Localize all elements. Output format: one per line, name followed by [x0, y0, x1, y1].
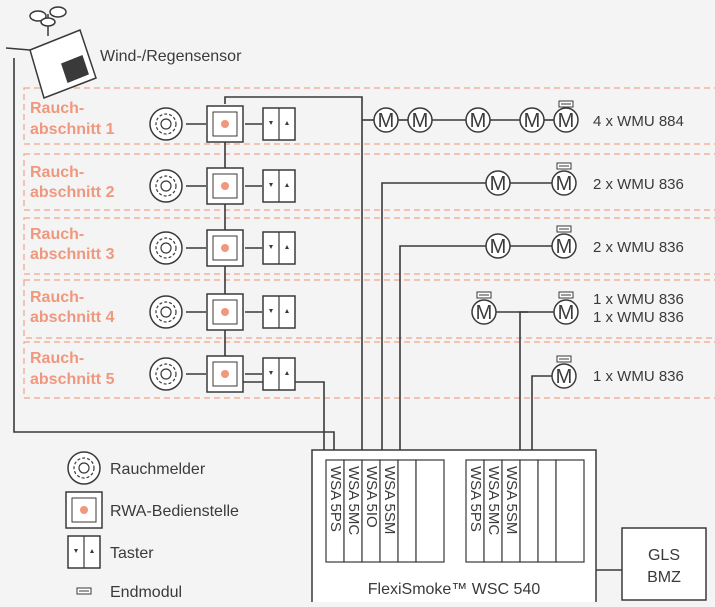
svg-text:M: M: [556, 366, 573, 388]
bmz-line1: GLS: [648, 547, 680, 564]
wiring: [13, 58, 554, 462]
motor-icon: M: [373, 107, 399, 133]
module-wsa-5ps: WSA 5PS: [467, 466, 484, 532]
legend-smoke-detector-label: Rauchmelder: [110, 461, 206, 478]
smoke-detector-icon: [149, 231, 183, 265]
sensor-label: Wind-/Regensensor: [100, 48, 242, 65]
control-station-icon[interactable]: [206, 105, 244, 143]
svg-text:M: M: [378, 110, 395, 132]
svg-text:M: M: [524, 110, 541, 132]
control-station-icon[interactable]: [206, 293, 244, 331]
zone-2-label-line2: abschnitt 2: [30, 184, 115, 201]
control-station-icon[interactable]: [206, 355, 244, 393]
legend-smoke-detector-icon: [67, 451, 101, 485]
zone-band-3: [23, 217, 715, 275]
legend-button-icon: [67, 535, 101, 569]
svg-text:M: M: [412, 110, 429, 132]
zone-devices: [149, 105, 296, 393]
zone-band-2: [23, 153, 715, 211]
controller-name: FlexiSmoke™ WSC 540: [368, 581, 541, 598]
module-wsa-5ps: WSA 5PS: [327, 466, 344, 532]
svg-text:M: M: [556, 236, 573, 258]
motor-icon: M: [471, 299, 497, 325]
legend: Rauchmelder RWA-Bedienstelle Taster Endm…: [65, 451, 239, 601]
zone-band-4: [23, 279, 715, 339]
zone-2-motors-label: 2 x WMU 836: [593, 176, 684, 193]
smoke-detector-icon: [149, 107, 183, 141]
gls-bmz-box: GLS BMZ: [621, 527, 707, 601]
bmz-line2: BMZ: [647, 569, 681, 586]
svg-text:M: M: [476, 302, 493, 324]
zone-1-motors-label: 4 x WMU 884: [593, 113, 684, 130]
zone-4-motors-label-2: 1 x WMU 836: [593, 309, 684, 326]
motor-icon: M: [553, 107, 579, 133]
zone-band-5: [23, 341, 715, 399]
legend-end-module-label: Endmodul: [110, 584, 182, 601]
motor-icon: M: [519, 107, 545, 133]
end-module-icon: [556, 355, 572, 363]
module-wsa-5io: WSA 5IO: [363, 466, 380, 528]
motor-quantities: 4 x WMU 884 2 x WMU 836 2 x WMU 836 1 x …: [593, 113, 684, 385]
svg-text:M: M: [470, 110, 487, 132]
zone-1-label-line1: Rauch-: [30, 100, 84, 117]
button-icon[interactable]: [262, 295, 296, 329]
button-icon[interactable]: [262, 107, 296, 141]
legend-control-station-icon: [65, 491, 103, 529]
end-module-icon: [556, 162, 572, 170]
zone-5-motors-label: 1 x WMU 836: [593, 368, 684, 385]
svg-text:M: M: [490, 173, 507, 195]
svg-text:M: M: [490, 236, 507, 258]
end-module-icon: [558, 100, 574, 108]
button-icon[interactable]: [262, 169, 296, 203]
legend-end-module-icon: [76, 587, 92, 595]
zone-2-label-line1: Rauch-: [30, 164, 84, 181]
end-module-icon: [558, 291, 574, 299]
zone-5-label-line1: Rauch-: [30, 350, 84, 367]
module-wsa-5mc: WSA 5MC: [485, 466, 502, 535]
zone-3-label-line1: Rauch-: [30, 226, 84, 243]
motor-icon: M: [551, 233, 577, 259]
end-module-icon: [556, 225, 572, 233]
svg-text:M: M: [558, 302, 575, 324]
motor-icon: M: [465, 107, 491, 133]
module-wsa-5sm: WSA 5SM: [503, 466, 520, 534]
zone-labels: Rauch- abschnitt 1 Rauch- abschnitt 2 Ra…: [30, 100, 115, 388]
motor-icon: M: [407, 107, 433, 133]
zone-5-label-line2: abschnitt 5: [30, 371, 115, 388]
smoke-detector-icon: [149, 169, 183, 203]
module-wsa-5mc: WSA 5MC: [345, 466, 362, 535]
controller-modules-left: WSA 5PS WSA 5MC WSA 5IO WSA 5SM: [327, 466, 398, 535]
control-station-icon[interactable]: [206, 167, 244, 205]
module-wsa-5sm: WSA 5SM: [381, 466, 398, 534]
motors: M M M M M M M M M M M M: [373, 100, 579, 389]
wind-rain-sensor-icon: [5, 6, 97, 99]
zone-4-label-line2: abschnitt 4: [30, 309, 115, 326]
motor-icon: M: [485, 170, 511, 196]
zone-3-motors-label: 2 x WMU 836: [593, 239, 684, 256]
zone-1-label-line2: abschnitt 1: [30, 121, 115, 138]
control-station-icon[interactable]: [206, 229, 244, 267]
zone-bands: [23, 87, 715, 399]
button-icon[interactable]: [262, 231, 296, 265]
zone-3-label-line2: abschnitt 3: [30, 246, 115, 263]
zone-4-label-line1: Rauch-: [30, 289, 84, 306]
zone-4-motors-label: 1 x WMU 836: [593, 291, 684, 308]
zone-band-1: [23, 87, 715, 145]
smoke-detector-icon: [149, 295, 183, 329]
button-icon[interactable]: [262, 357, 296, 391]
controller-modules-right: WSA 5PS WSA 5MC WSA 5SM: [467, 466, 520, 535]
motor-icon: M: [551, 363, 577, 389]
legend-control-station-label: RWA-Bedienstelle: [110, 503, 239, 520]
motor-icon: M: [553, 299, 579, 325]
svg-text:M: M: [558, 110, 575, 132]
svg-text:M: M: [556, 173, 573, 195]
end-module-icon: [476, 291, 492, 299]
motor-icon: M: [551, 170, 577, 196]
controller-cabinet: WSA 5PS WSA 5MC WSA 5IO WSA 5SM WSA 5PS …: [311, 449, 597, 607]
legend-button-label: Taster: [110, 545, 154, 562]
motor-icon: M: [485, 233, 511, 259]
smoke-detector-icon: [149, 357, 183, 391]
